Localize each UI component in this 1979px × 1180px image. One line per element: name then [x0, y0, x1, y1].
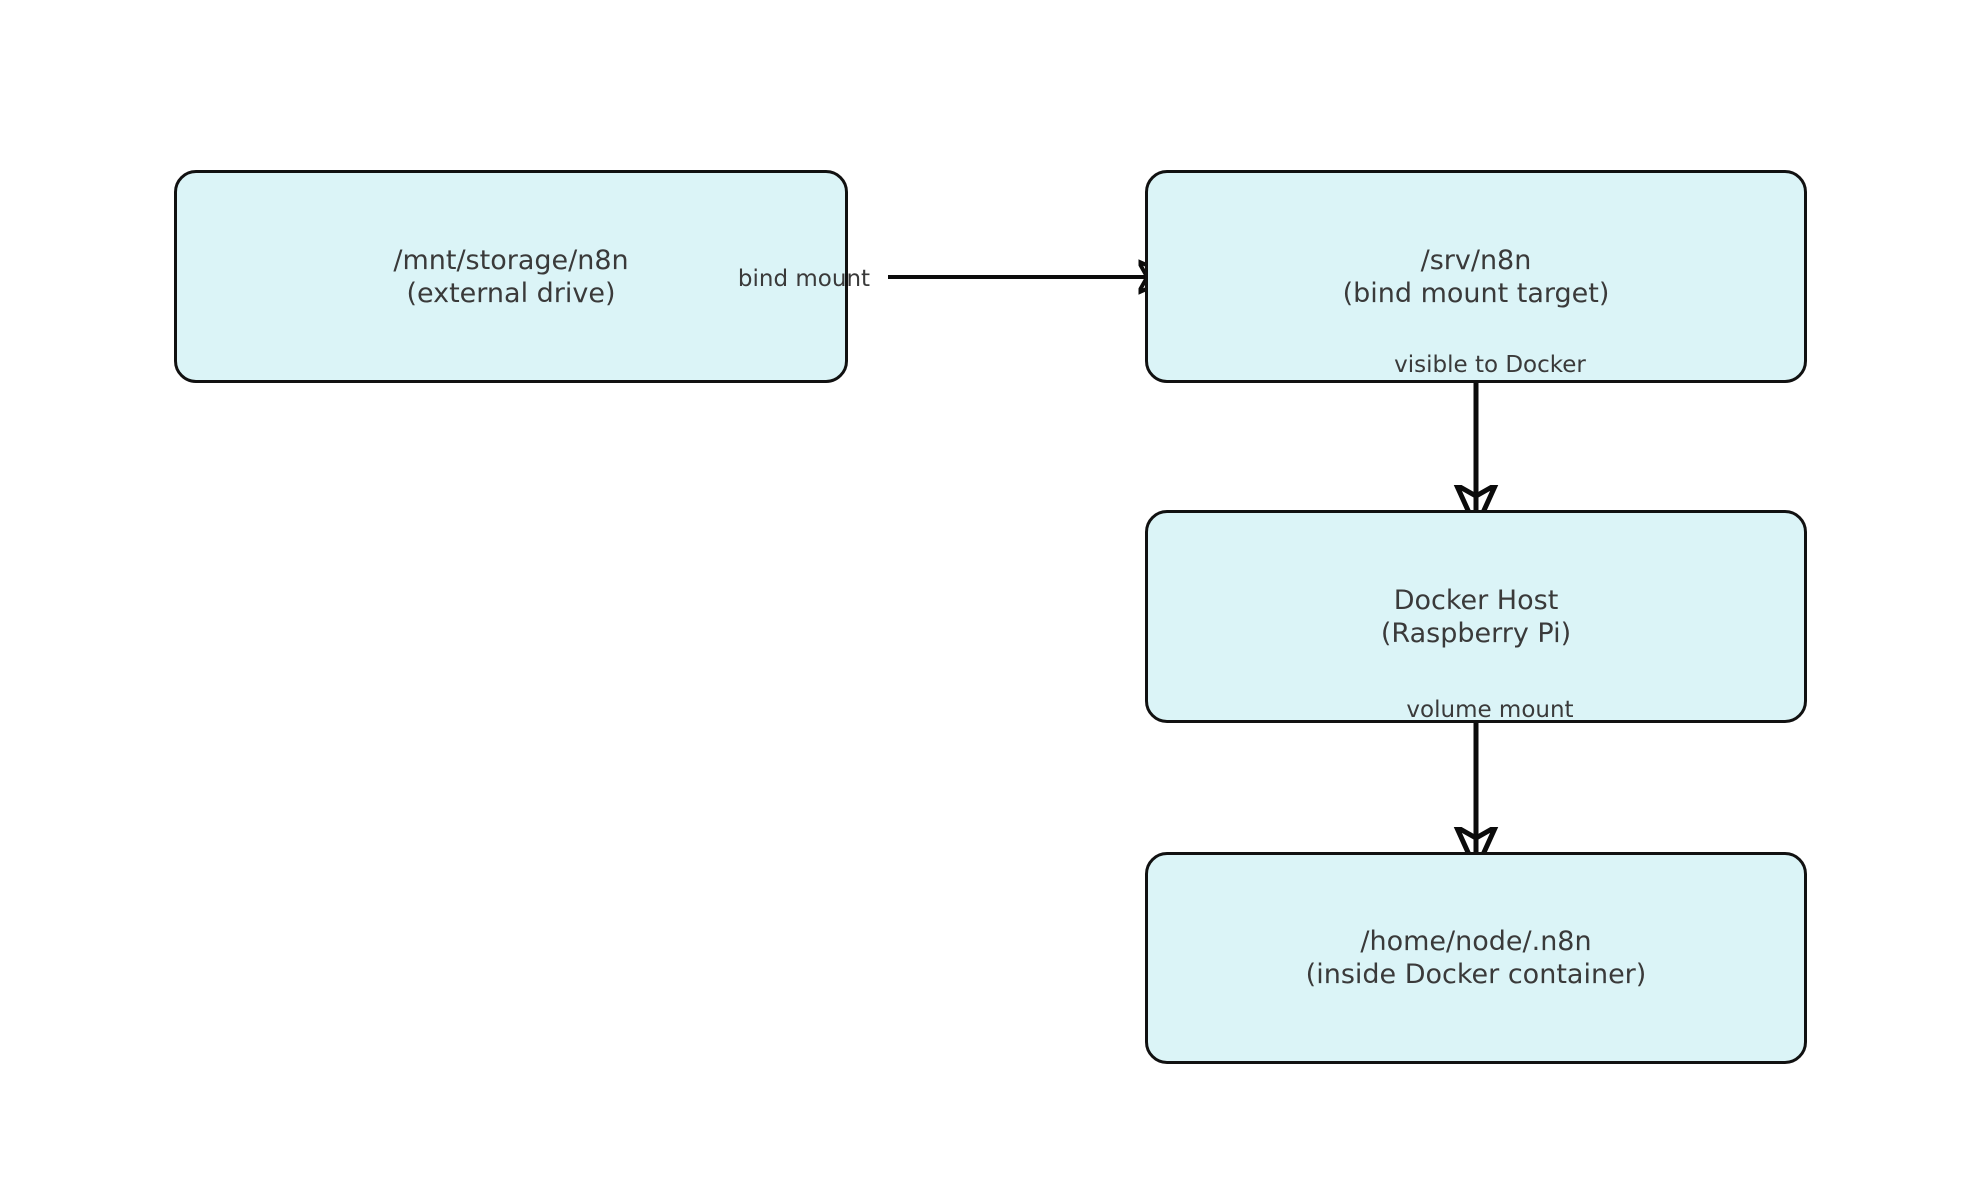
node-external-drive-label: /mnt/storage/n8n (external drive): [393, 244, 629, 309]
node-bind-mount-target-label: /srv/n8n (bind mount target): [1342, 244, 1610, 309]
node-container-path[interactable]: /home/node/.n8n (inside Docker container…: [1145, 852, 1807, 1064]
edge-label-volume-mount: volume mount: [1406, 697, 1574, 723]
edge-label-visible-to-docker: visible to Docker: [1394, 352, 1586, 378]
node-external-drive[interactable]: /mnt/storage/n8n (external drive): [174, 170, 848, 383]
edge-label-bind-mount: bind mount: [737, 266, 871, 292]
node-docker-host[interactable]: Docker Host (Raspberry Pi): [1145, 510, 1807, 723]
node-docker-host-label: Docker Host (Raspberry Pi): [1380, 584, 1572, 649]
node-container-path-label: /home/node/.n8n (inside Docker container…: [1305, 926, 1647, 990]
node-bind-mount-target[interactable]: /srv/n8n (bind mount target): [1145, 170, 1807, 383]
